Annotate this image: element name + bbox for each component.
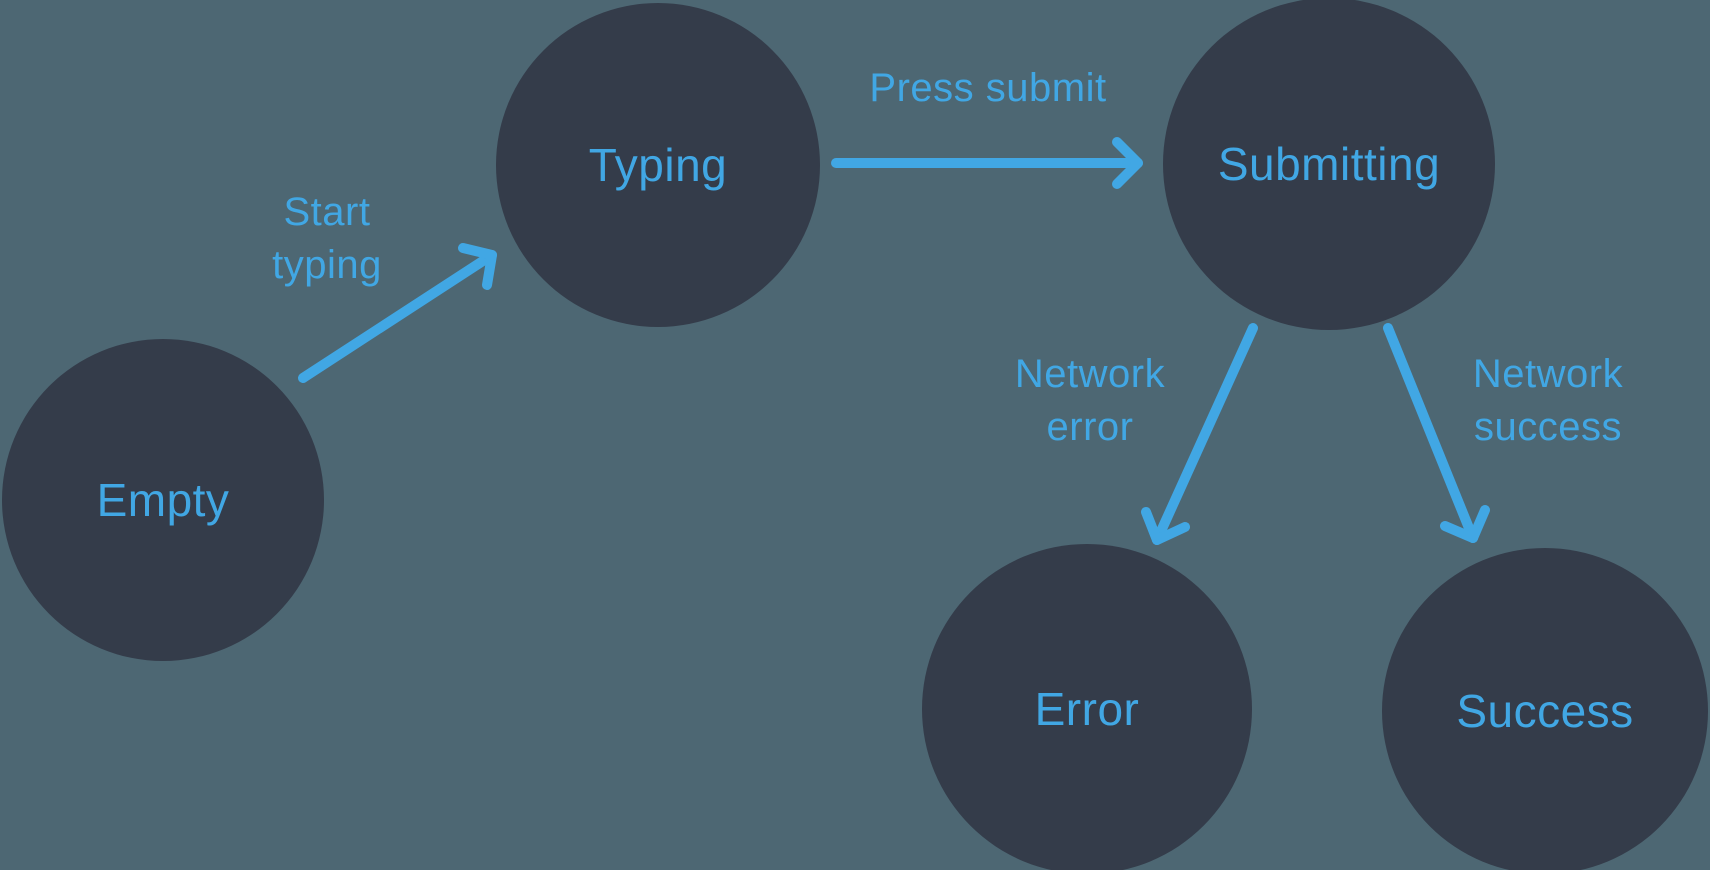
arrowhead-icon xyxy=(458,243,497,290)
state-label-empty: Empty xyxy=(96,474,230,526)
state-node-typing: Typing xyxy=(496,3,820,327)
state-node-submitting: Submitting xyxy=(1163,0,1495,330)
state-label-success: Success xyxy=(1456,685,1634,737)
state-label-submitting: Submitting xyxy=(1217,138,1441,190)
state-node-error: Error xyxy=(922,544,1252,870)
edge-arrow-typing-to-submitting xyxy=(831,137,1143,189)
state-label-error: Error xyxy=(1034,683,1140,735)
state-node-empty: Empty xyxy=(2,339,324,661)
arrowhead-icon xyxy=(1141,507,1190,545)
edge-label-network-error: Network error xyxy=(1014,352,1166,450)
state-label-typing: Typing xyxy=(588,139,728,191)
edge-label-start-typing: Start typing xyxy=(272,190,382,288)
arrowhead-icon xyxy=(1440,505,1490,543)
edge-label-press-submit: Press submit xyxy=(869,66,1107,110)
state-node-success: Success xyxy=(1382,548,1708,870)
arrowhead-icon xyxy=(1112,137,1143,189)
edge-label-network-success: Network success xyxy=(1472,352,1624,450)
